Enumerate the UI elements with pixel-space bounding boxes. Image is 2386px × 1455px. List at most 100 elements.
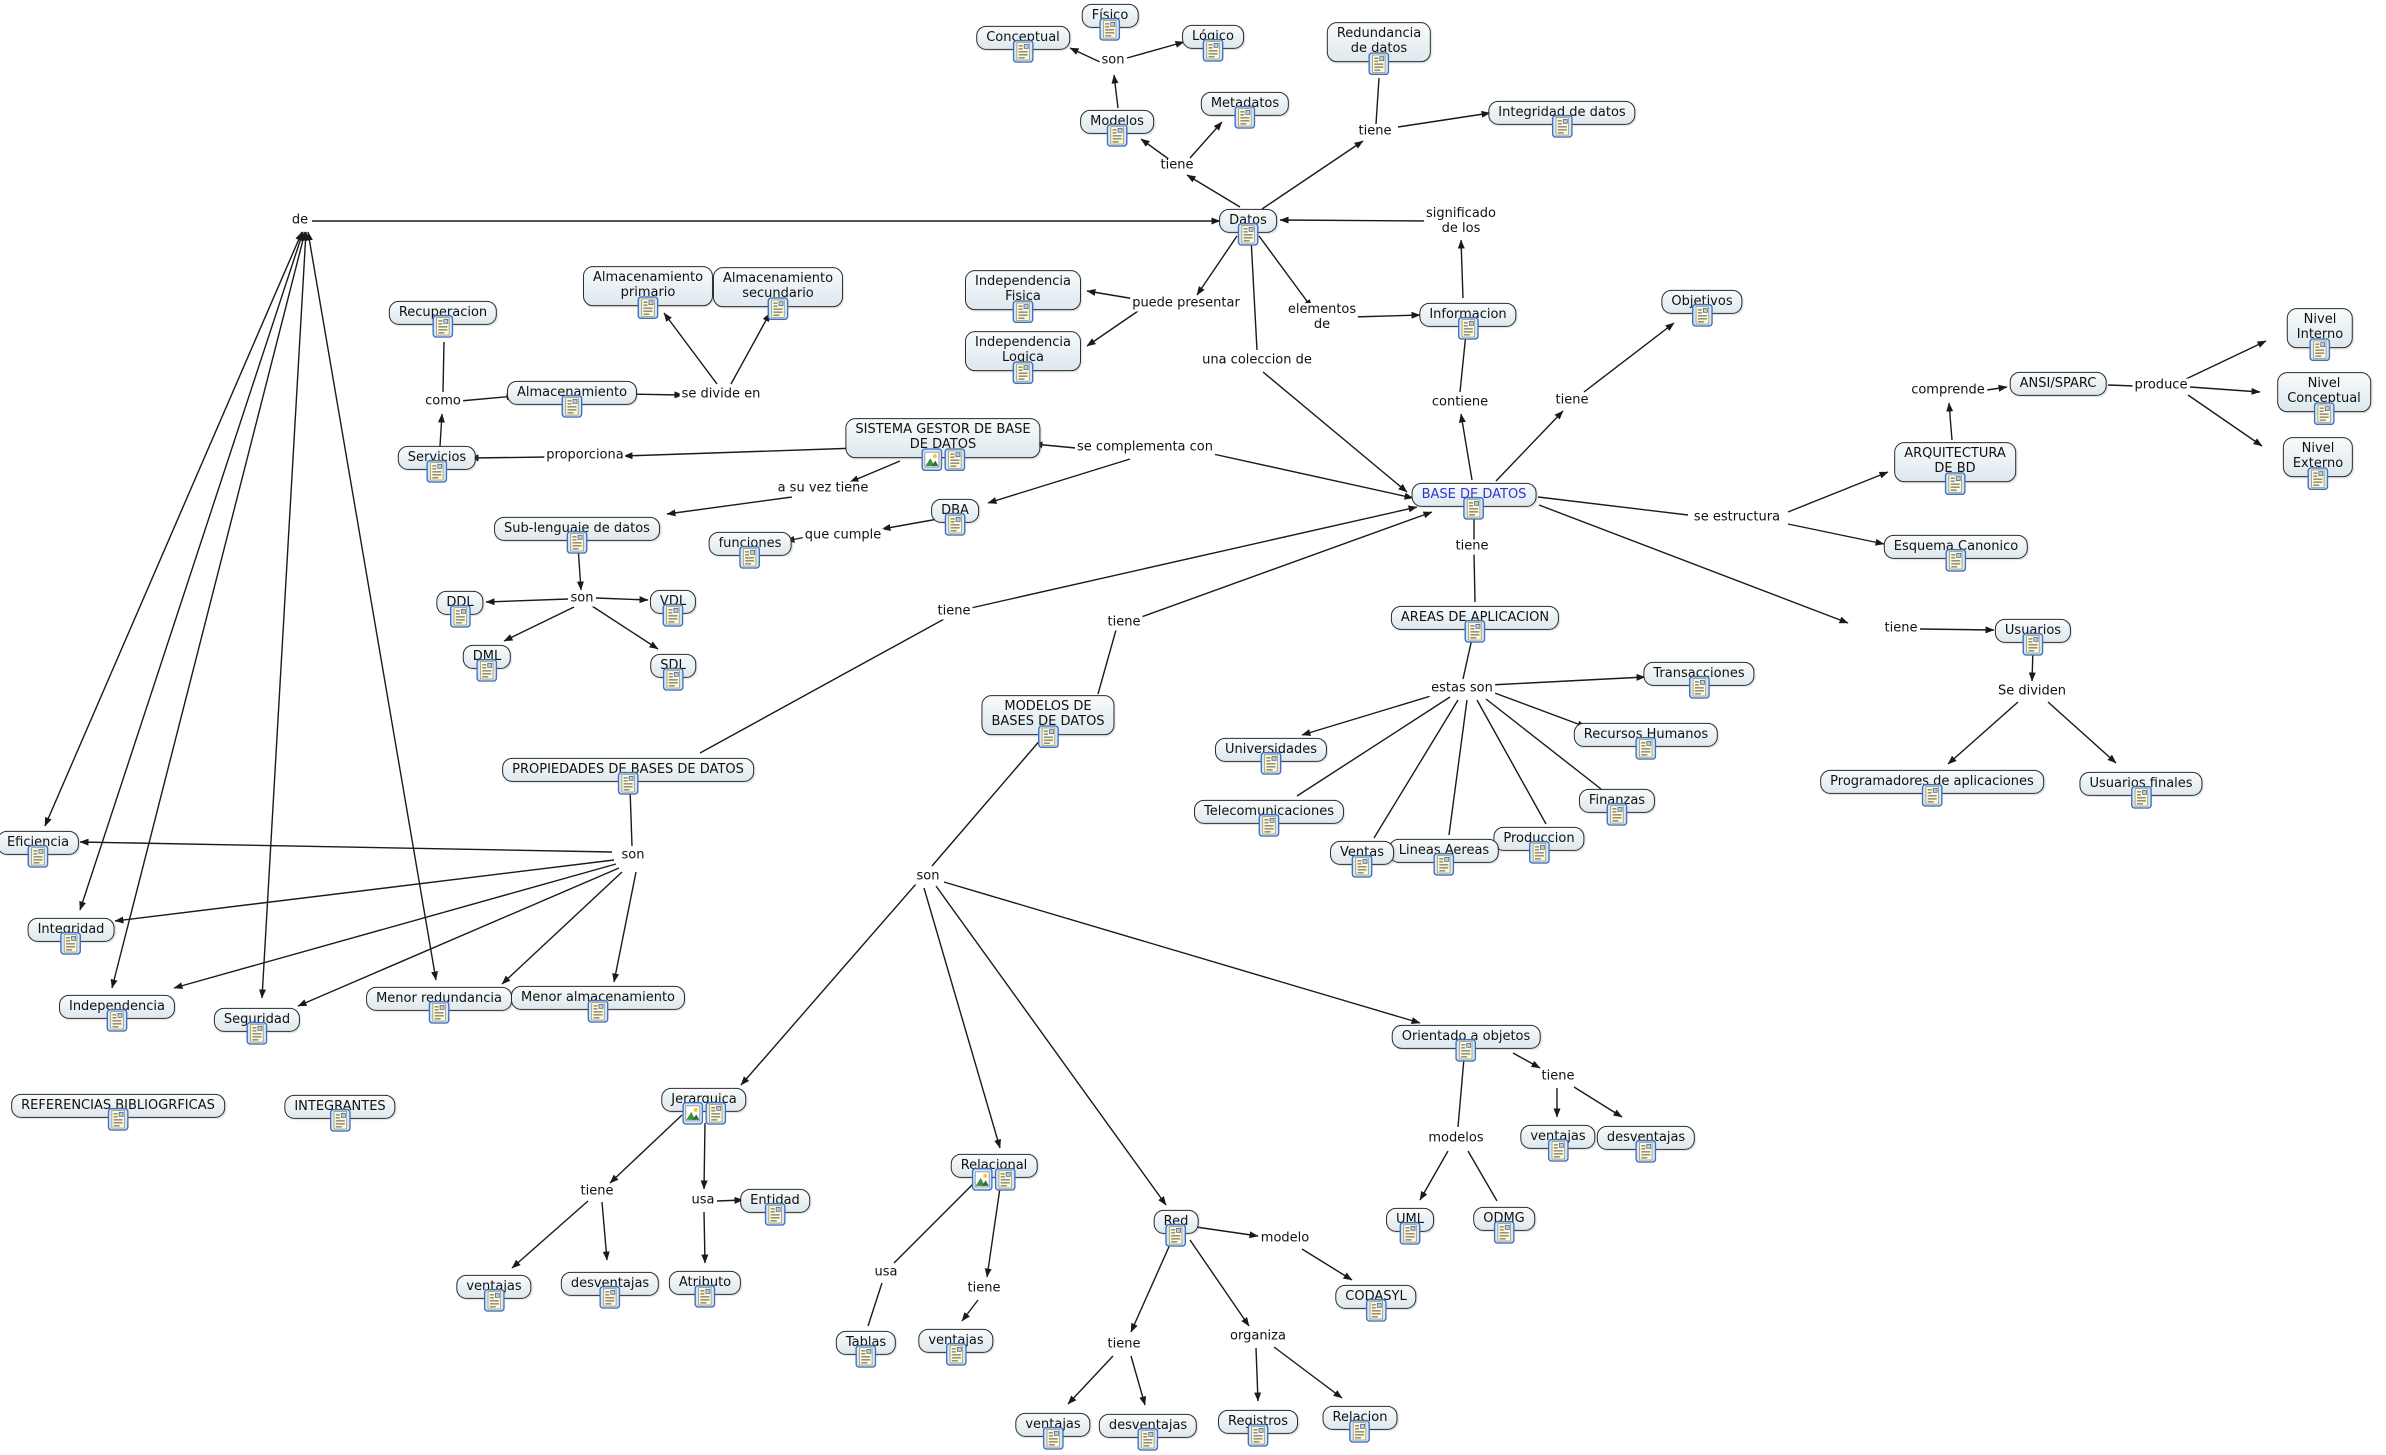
document-resource-icon[interactable] [945,1343,967,1367]
node-areas_de_aplicacion[interactable]: AREAS DE APLICACION [1390,605,1560,644]
document-resource-icon[interactable] [587,1000,609,1024]
document-resource-icon[interactable] [566,531,588,555]
node-recuperacion[interactable]: Recuperacion [388,300,498,339]
node-conceptual[interactable]: Conceptual [976,25,1070,64]
node-red[interactable]: Red [1153,1209,1199,1248]
node-dba[interactable]: DBA [931,498,979,537]
node-informacion[interactable]: Informacion [1419,302,1517,341]
document-resource-icon[interactable] [944,447,965,471]
link-label-tiene_areas[interactable]: tiene [1453,538,1491,555]
node-almacenamiento_primario[interactable]: Almacenamiento primario [582,266,714,319]
document-resource-icon[interactable] [1165,1224,1187,1248]
document-resource-icon[interactable] [1691,304,1713,328]
document-resource-icon[interactable] [705,1102,726,1126]
node-desventajas_red[interactable]: desventajas [1098,1413,1198,1452]
link-label-tiene_red[interactable]: tiene [1105,1336,1143,1353]
document-resource-icon[interactable] [1368,51,1390,75]
document-resource-icon[interactable] [1042,1427,1064,1451]
link-label-tiene_usuarios[interactable]: tiene [1882,620,1920,637]
link-label-de[interactable]: de [289,212,311,229]
document-resource-icon[interactable] [1944,471,1966,495]
document-resource-icon[interactable] [561,395,583,419]
node-relacional[interactable]: Relacional [950,1153,1038,1192]
link-label-tiene_jerarquica[interactable]: tiene [578,1183,616,1200]
document-resource-icon[interactable] [2307,466,2329,490]
node-lineas_aereas[interactable]: Lineas Aereas [1388,838,1500,877]
document-resource-icon[interactable] [2309,337,2331,361]
node-sdl[interactable]: SDL [650,653,696,692]
document-resource-icon[interactable] [1202,39,1224,63]
document-resource-icon[interactable] [246,1022,268,1046]
document-resource-icon[interactable] [1260,752,1282,776]
document-resource-icon[interactable] [27,845,49,869]
document-resource-icon[interactable] [107,1108,129,1132]
document-resource-icon[interactable] [1012,299,1034,323]
link-label-tiene_propiedades[interactable]: tiene [935,603,973,620]
node-nivel_externo[interactable]: Nivel Externo [2282,437,2354,490]
link-label-elementos_de[interactable]: elementos de [1285,302,1359,333]
node-almacenamiento[interactable]: Almacenamiento [506,380,638,419]
node-desventajas_orientado[interactable]: desventajas [1596,1125,1696,1164]
document-resource-icon[interactable] [428,1001,450,1025]
node-seguridad[interactable]: Seguridad [213,1007,301,1046]
node-jerarquica[interactable]: Jerarquica [661,1087,747,1126]
document-resource-icon[interactable] [767,296,789,320]
link-label-tiene_relacional[interactable]: tiene [965,1280,1003,1297]
document-resource-icon[interactable] [1349,1420,1371,1444]
link-label-puede_presentar[interactable]: puede presentar [1130,295,1242,312]
node-referencias_bibliogrficas[interactable]: REFERENCIAS BIBLIOGRFICAS [11,1093,225,1132]
node-odmg[interactable]: ODMG [1473,1206,1535,1245]
document-resource-icon[interactable] [1606,803,1628,827]
node-orientado_a_objetos[interactable]: Orientado a objetos [1391,1024,1541,1063]
node-ventas[interactable]: Ventas [1330,840,1394,879]
document-resource-icon[interactable] [739,546,761,570]
node-base_de_datos[interactable]: BASE DE DATOS [1411,482,1537,521]
link-label-tiene_objetivos[interactable]: tiene [1553,392,1591,409]
node-objetivos[interactable]: Objetivos [1661,289,1743,328]
document-resource-icon[interactable] [329,1109,351,1133]
node-uml[interactable]: UML [1386,1207,1434,1246]
node-produccion[interactable]: Produccion [1493,826,1585,865]
node-independencia_fisica[interactable]: Independencia Fisica [964,270,1082,323]
document-resource-icon[interactable] [694,1285,716,1309]
node-fisico[interactable]: Físico [1081,3,1139,42]
node-sublenguaje[interactable]: Sub-lenguaje de datos [494,516,660,555]
node-tablas[interactable]: Tablas [835,1330,897,1369]
document-resource-icon[interactable] [637,295,659,319]
node-integridad[interactable]: Integridad [27,917,115,956]
document-resource-icon[interactable] [662,668,684,692]
document-resource-icon[interactable] [1547,1139,1569,1163]
node-transacciones[interactable]: Transacciones [1643,661,1755,700]
document-resource-icon[interactable] [483,1289,505,1313]
node-modelos_de_bd[interactable]: MODELOS DE BASES DE DATOS [981,695,1115,748]
node-propiedades[interactable]: PROPIEDADES DE BASES DE DATOS [502,757,754,796]
document-resource-icon[interactable] [106,1009,128,1033]
document-resource-icon[interactable] [426,460,448,484]
node-ddl[interactable]: DDL [436,590,484,629]
node-nivel_interno[interactable]: Nivel Interno [2286,308,2354,361]
node-independencia[interactable]: Independencia [58,994,176,1033]
document-resource-icon[interactable] [1493,1221,1515,1245]
document-resource-icon[interactable] [1635,737,1657,761]
document-resource-icon[interactable] [1464,620,1486,644]
node-telecomunicaciones[interactable]: Telecomunicaciones [1193,799,1345,838]
document-resource-icon[interactable] [1399,1222,1421,1246]
link-label-son_propiedades[interactable]: son [619,847,647,864]
document-resource-icon[interactable] [1099,18,1121,42]
document-resource-icon[interactable] [1247,1424,1269,1448]
document-resource-icon[interactable] [1037,724,1059,748]
node-dml[interactable]: DML [462,644,512,683]
node-nivel_conceptual[interactable]: Nivel Conceptual [2277,372,2371,425]
node-menor_redundancia[interactable]: Menor redundancia [366,986,512,1025]
node-menor_almacenamiento[interactable]: Menor almacenamiento [510,985,686,1024]
document-resource-icon[interactable] [1137,1428,1159,1452]
link-label-a_su_vez_tiene[interactable]: a su vez tiene [775,480,871,497]
node-sistema_gestor[interactable]: SISTEMA GESTOR DE BASE DE DATOS [845,418,1041,471]
link-label-una_coleccion_de[interactable]: una coleccion de [1200,352,1314,369]
document-resource-icon[interactable] [944,513,966,537]
document-resource-icon[interactable] [1258,814,1280,838]
node-metadatos[interactable]: Metadatos [1200,91,1290,130]
document-resource-icon[interactable] [1635,1140,1657,1164]
image-resource-icon[interactable] [972,1168,993,1192]
document-resource-icon[interactable] [1433,853,1455,877]
